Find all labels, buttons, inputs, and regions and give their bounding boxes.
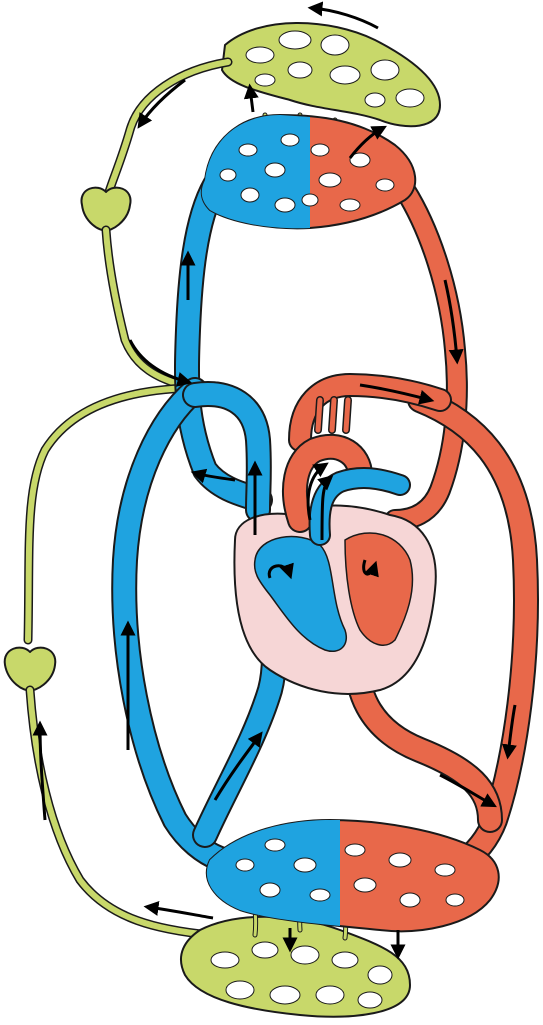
upper-capillary-bed [200,113,417,230]
lower-lymph-holes [210,941,393,1009]
lymph-node-lower [3,646,57,692]
flow-arrows [32,1,517,960]
lymph-node-upper [80,186,132,232]
lower-capillary-bed [205,818,500,933]
upper-lymph-holes [245,30,425,108]
